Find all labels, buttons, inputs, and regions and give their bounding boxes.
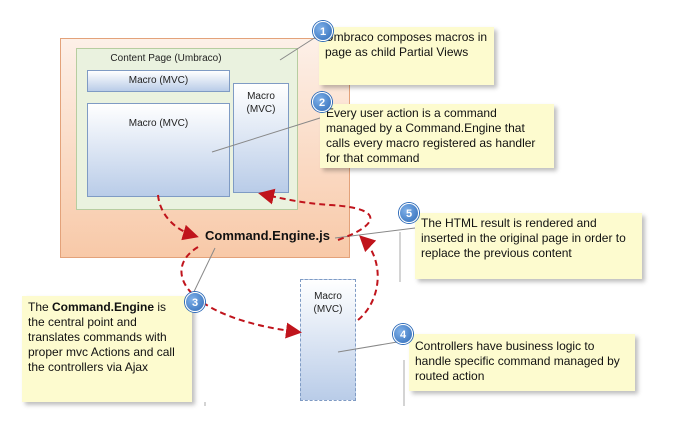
callout-line-2: [211, 117, 321, 153]
flow-engine-to-controller: [180, 246, 302, 339]
note-3-bold: Command.Engine: [52, 300, 155, 314]
note-3-suffix: is the central point and translates comm…: [28, 300, 175, 374]
command-engine-label: Command.Engine.js: [205, 228, 330, 243]
macro-remote: Macro (MVC): [300, 279, 356, 401]
macro-small-line-2: (MVC): [246, 104, 276, 115]
content-page-title: Content Page (Umbraco): [110, 53, 222, 64]
macro-big: Macro (MVC): [87, 103, 230, 197]
flow-controller-to-engine: [357, 235, 379, 321]
callout-line-3: [189, 247, 216, 301]
macro-remote-line-1: Macro: [314, 291, 342, 302]
step-badge-1: 1: [313, 21, 333, 41]
note-user-action: Every user action is a command managed b…: [320, 104, 554, 168]
macro-small: Macro (MVC): [233, 83, 289, 193]
callout-line-1: [279, 34, 320, 61]
note-command-engine: The Command.Engine is the central point …: [22, 296, 192, 402]
note-umbraco-composes: Umbraco composes macros in page as child…: [319, 27, 494, 85]
step-badge-2: 2: [312, 92, 332, 112]
step-badge-4: 4: [393, 324, 413, 344]
macro-remote-line-2: (MVC): [313, 304, 343, 315]
callout-line-5: [334, 227, 416, 239]
flow-macro-to-engine: [157, 194, 199, 241]
note-controllers: Controllers have business logic to handl…: [409, 334, 635, 391]
macro-top: Macro (MVC): [87, 70, 230, 92]
step-badge-3: 3: [185, 292, 205, 312]
flow-engine-to-macro: [258, 188, 372, 241]
note-html-result: The HTML result is rendered and inserted…: [415, 213, 642, 279]
macro-small-line-1: Macro: [247, 91, 275, 102]
step-badge-5: 5: [399, 203, 419, 223]
note-3-prefix: The: [28, 300, 53, 314]
